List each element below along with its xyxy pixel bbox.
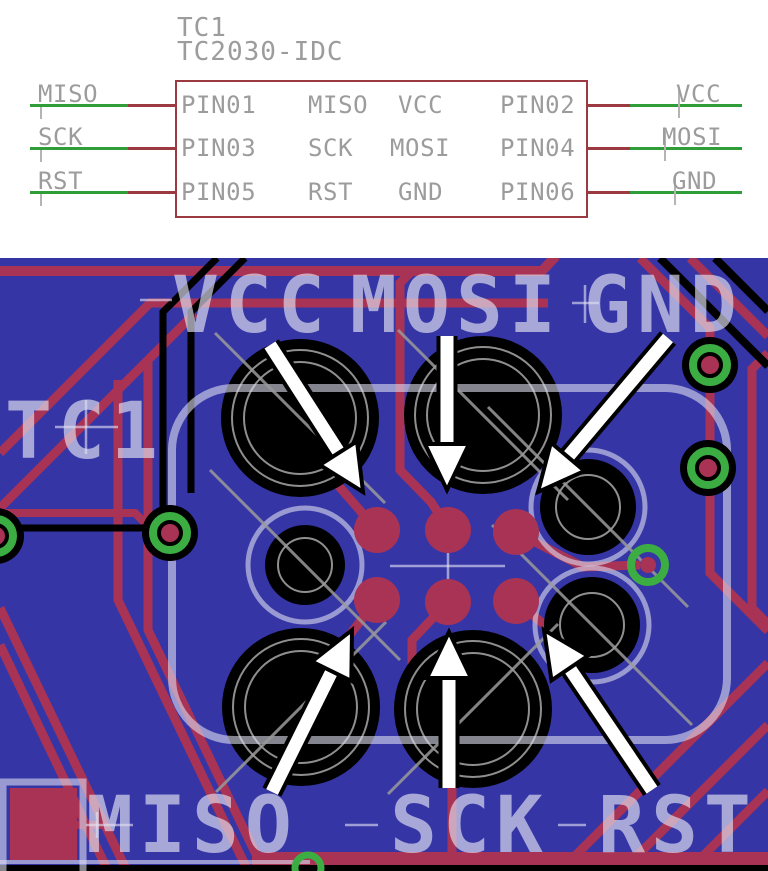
- label-origin-tick: [40, 194, 42, 206]
- via: [291, 851, 325, 871]
- symbol-refdes: TC1: [177, 13, 227, 43]
- pin-stub: [586, 191, 630, 194]
- pin-signal: VCC: [398, 91, 444, 119]
- annotation-arrows: [261, 331, 677, 797]
- label-origin-tick: [40, 150, 42, 162]
- pad-sck: [425, 579, 471, 625]
- via: [0, 508, 24, 564]
- contact-pads: [10, 507, 539, 860]
- schematic-view: TC1 TC2030-IDC MISO SCK RST VCC MOSI GND…: [0, 0, 768, 258]
- net-label-vcc: VCC: [676, 80, 722, 108]
- arrow-icon: [262, 625, 355, 797]
- pin-name: PIN05: [181, 178, 257, 206]
- net-label-miso: MISO: [38, 80, 99, 108]
- pad-mosi: [425, 507, 471, 553]
- pin-name: PIN06: [500, 178, 576, 206]
- via: [682, 337, 738, 393]
- net-label-rst: RST: [38, 167, 84, 195]
- pin-signal: SCK: [308, 134, 354, 162]
- label-origin-tick: [664, 131, 666, 161]
- arrow-icon: [261, 339, 366, 496]
- arrow-icon: [421, 336, 473, 495]
- net-label-sck: SCK: [38, 123, 84, 151]
- pin-name: PIN01: [181, 91, 257, 119]
- net-wire-miso: [30, 104, 128, 107]
- pcb-label-sck: SCK: [390, 781, 549, 871]
- drill-diagonals: [208, 328, 694, 796]
- pcb-label-vcc: VCC: [172, 261, 331, 351]
- pin-stub: [586, 147, 630, 150]
- label-origin-tick: [678, 88, 680, 118]
- pad-miso: [354, 577, 400, 623]
- label-origin-tick: [674, 175, 676, 205]
- pin-name: PIN04: [500, 134, 576, 162]
- pin-stub: [128, 104, 175, 107]
- pin-stub: [586, 104, 630, 107]
- net-wire-sck: [30, 147, 128, 150]
- via: [142, 505, 198, 561]
- pcb-layout-view: VCC MOSI GND TC1 MISO SCK RST: [0, 252, 768, 871]
- pcb-label-miso: MISO: [86, 781, 298, 871]
- pcb-refdes: TC1: [5, 387, 164, 477]
- pin-name: PIN03: [181, 134, 257, 162]
- vias: [0, 337, 738, 871]
- silkscreen: VCC MOSI GND TC1 MISO SCK RST: [0, 261, 757, 871]
- pad-vcc: [354, 507, 400, 553]
- pcb-canvas: VCC MOSI GND TC1 MISO SCK RST: [0, 252, 768, 871]
- pcb-label-rst: RST: [598, 781, 757, 871]
- net-wire-gnd: [630, 191, 742, 194]
- smd-pad: [10, 788, 77, 860]
- label-origin-tick: [40, 107, 42, 119]
- pin-name: PIN02: [500, 91, 576, 119]
- arrow-icon: [423, 627, 475, 788]
- pin-signal: GND: [398, 178, 444, 206]
- pad-rst: [493, 578, 539, 624]
- pad-outline: [0, 778, 87, 871]
- net-wire-vcc: [630, 104, 742, 107]
- via: [680, 440, 736, 496]
- pin-signal: MISO: [308, 91, 369, 119]
- pad-gnd: [493, 509, 539, 555]
- net-wire-rst: [30, 191, 128, 194]
- net-label-gnd: GND: [672, 167, 718, 195]
- pin-signal: RST: [308, 178, 354, 206]
- pin-signal: MOSI: [390, 134, 451, 162]
- pin-stub: [128, 191, 175, 194]
- symbol-value: TC2030-IDC: [177, 37, 344, 67]
- net-label-mosi: MOSI: [662, 123, 723, 151]
- arrow-icon: [535, 331, 677, 496]
- net-wire-mosi: [630, 147, 742, 150]
- pin-stub: [128, 147, 175, 150]
- via: [627, 544, 669, 586]
- arrow-icon: [541, 626, 661, 796]
